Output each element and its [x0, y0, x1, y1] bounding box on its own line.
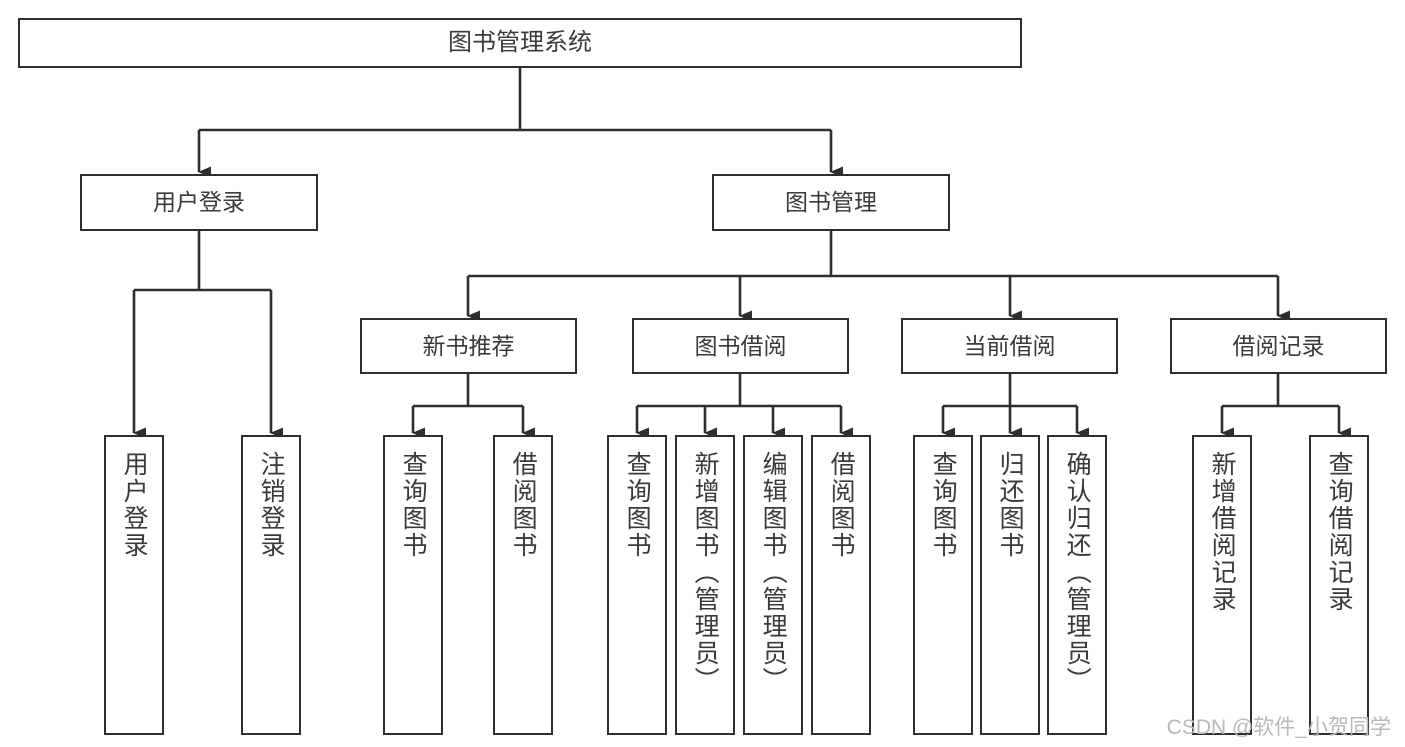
node-new-book-recommend[interactable]: 新书推荐 [360, 318, 577, 374]
node-label: 借阅记录 [1232, 332, 1325, 359]
leaf-borrow-add-book-admin[interactable]: 新增图书（管理员） [675, 435, 735, 735]
node-label: 编辑图书（管理员） [759, 451, 788, 694]
leaf-borrow-edit-book-admin[interactable]: 编辑图书（管理员） [743, 435, 803, 735]
leaf-borrow-borrow-book[interactable]: 借阅图书 [811, 435, 871, 735]
node-root-system[interactable]: 图书管理系统 [18, 18, 1022, 68]
leaf-record-add-record[interactable]: 新增借阅记录 [1192, 435, 1252, 735]
leaf-recommend-borrow-book[interactable]: 借阅图书 [493, 435, 553, 735]
leaf-current-confirm-return-admin[interactable]: 确认归还（管理员） [1047, 435, 1107, 735]
node-label: 图书管理 [785, 189, 877, 215]
node-user-login[interactable]: 用户登录 [80, 174, 318, 231]
leaf-record-query-record[interactable]: 查询借阅记录 [1309, 435, 1369, 735]
node-label: 用户登录 [153, 189, 245, 215]
leaf-current-return-book[interactable]: 归还图书 [980, 435, 1040, 735]
node-label: 用户登录 [120, 451, 149, 559]
leaf-borrow-query-book[interactable]: 查询图书 [607, 435, 667, 735]
node-label: 查询图书 [399, 451, 428, 559]
node-label: 图书借阅 [694, 332, 787, 359]
node-label: 查询图书 [623, 451, 652, 559]
node-label: 新书推荐 [422, 332, 515, 359]
node-label: 图书管理系统 [448, 29, 592, 56]
node-label: 新增借阅记录 [1208, 451, 1237, 613]
node-book-borrow[interactable]: 图书借阅 [632, 318, 849, 374]
node-label: 当前借阅 [963, 332, 1056, 359]
node-label: 归还图书 [996, 451, 1025, 559]
csdn-watermark: CSDN @软件_小贺同学 [1166, 716, 1391, 739]
node-label: 确认归还（管理员） [1063, 451, 1092, 694]
node-label: 借阅图书 [827, 451, 856, 559]
leaf-recommend-query-book[interactable]: 查询图书 [383, 435, 443, 735]
node-label: 查询借阅记录 [1325, 451, 1354, 613]
node-book-management[interactable]: 图书管理 [712, 174, 950, 231]
node-label: 注销登录 [257, 451, 286, 559]
leaf-user-login-logout[interactable]: 注销登录 [241, 435, 301, 735]
node-label: 查询图书 [929, 451, 958, 559]
leaf-user-login-login[interactable]: 用户登录 [104, 435, 164, 735]
leaf-current-query-book[interactable]: 查询图书 [913, 435, 973, 735]
node-label: 新增图书（管理员） [691, 451, 720, 694]
node-label: 借阅图书 [509, 451, 538, 559]
node-current-borrow[interactable]: 当前借阅 [901, 318, 1118, 374]
node-borrow-record[interactable]: 借阅记录 [1170, 318, 1387, 374]
